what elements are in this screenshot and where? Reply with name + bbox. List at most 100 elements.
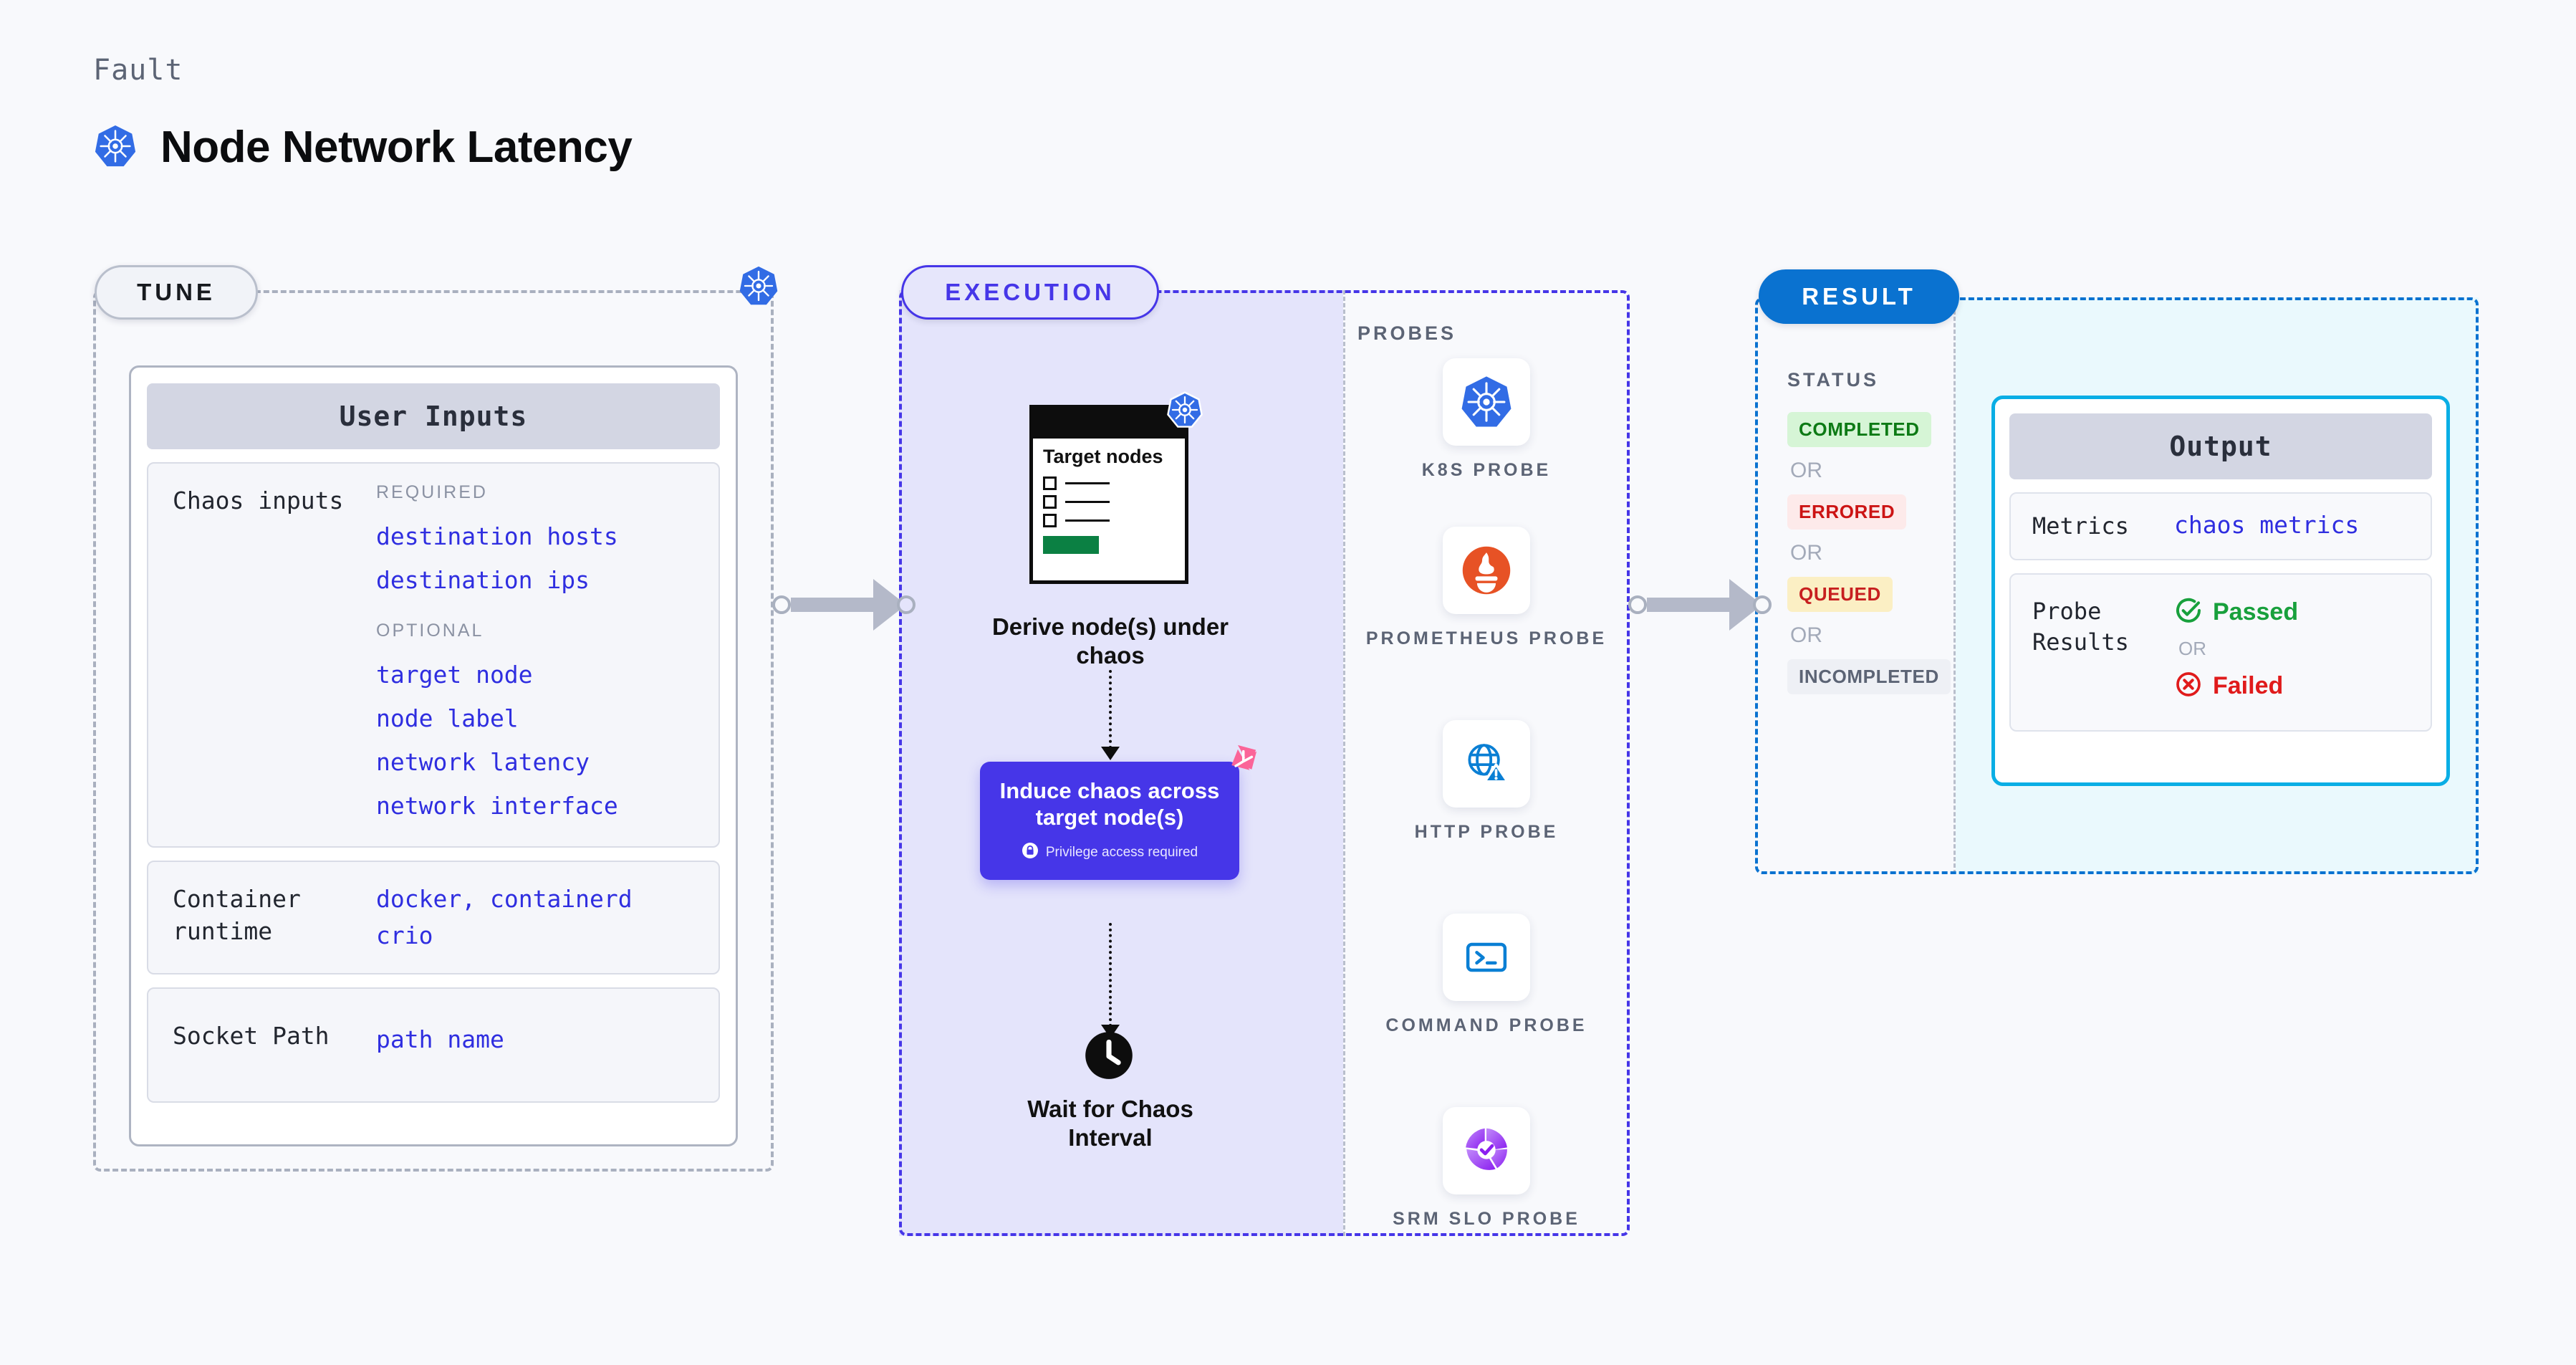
line-placeholder xyxy=(1065,501,1110,504)
checkbox-icon xyxy=(1043,514,1057,528)
output-card: Output Metrics chaos metrics Probe Resul… xyxy=(1991,396,2450,786)
required-caption: REQUIRED xyxy=(376,482,488,502)
metrics-label: Metrics xyxy=(2032,512,2129,540)
kubernetes-icon xyxy=(1166,391,1203,431)
connector-start-dot xyxy=(772,595,791,614)
probe-srm-slo[interactable]: SRM SLO PROBE xyxy=(1343,1107,1630,1232)
checkbox-icon xyxy=(1043,495,1057,509)
or-label: OR xyxy=(1790,623,1822,647)
card-title-bar xyxy=(1033,408,1185,439)
page-title-row: Node Network Latency xyxy=(93,122,633,173)
probe-results-values: Passed OR Failed xyxy=(2174,596,2418,701)
probe-label: K8S PROBE xyxy=(1421,460,1552,480)
target-nodes-card-icon: Target nodes xyxy=(1029,391,1203,584)
container-runtime-row: Container runtime docker, containerd cri… xyxy=(147,861,720,974)
flow-arrowhead xyxy=(1101,747,1120,760)
litmus-logo-icon xyxy=(1215,742,1259,790)
input-network-interface[interactable]: network interface xyxy=(376,792,618,820)
probe-prometheus[interactable]: PROMETHEUS PROBE xyxy=(1343,527,1630,651)
probe-label: SRM SLO PROBE xyxy=(1393,1209,1580,1229)
failed-label: Failed xyxy=(2213,671,2284,699)
lock-icon xyxy=(1022,842,1039,863)
kubernetes-icon xyxy=(738,265,779,310)
induce-chaos-step[interactable]: Induce chaos across target node(s) Privi… xyxy=(980,744,1257,880)
probe-label: HTTP PROBE xyxy=(1414,822,1559,842)
status-list: COMPLETED OR ERRORED OR QUEUED OR INCOMP… xyxy=(1787,412,1959,694)
user-inputs-title: User Inputs xyxy=(147,383,720,449)
runtime-crio[interactable]: crio xyxy=(376,921,433,950)
container-runtime-values: docker, containerd crio xyxy=(376,881,706,954)
flow-connector-line xyxy=(1109,670,1112,749)
page-title: Node Network Latency xyxy=(160,123,633,172)
connector-shaft xyxy=(1647,598,1729,612)
metrics-value[interactable]: chaos metrics xyxy=(2174,511,2360,539)
green-bar xyxy=(1043,536,1099,555)
probe-k8s[interactable]: K8S PROBE xyxy=(1343,358,1630,483)
probe-http[interactable]: HTTP PROBE xyxy=(1343,720,1630,845)
checkbox-rows xyxy=(1033,476,1185,528)
srm-slo-icon xyxy=(1443,1107,1530,1194)
input-node-label[interactable]: node label xyxy=(376,704,519,733)
flow-connector-line xyxy=(1109,923,1112,1027)
socket-path-value[interactable]: path name xyxy=(376,1025,504,1053)
probe-results-label: Probe Results xyxy=(2032,598,2129,656)
input-destination-ips[interactable]: destination ips xyxy=(376,566,590,595)
http-globe-warning-icon xyxy=(1443,720,1530,808)
socket-path-label: Socket Path xyxy=(173,1021,330,1050)
connector-end-dot xyxy=(1753,595,1772,614)
chaos-inputs-row: Chaos inputs REQUIRED destination hosts … xyxy=(147,462,720,848)
privilege-note: Privilege access required xyxy=(1022,842,1198,863)
or-label: OR xyxy=(1790,459,1822,482)
status-title: STATUS xyxy=(1787,369,1879,391)
line-placeholder xyxy=(1065,482,1110,485)
connector-end-dot xyxy=(897,595,915,614)
connector-execution-to-result xyxy=(1628,570,1772,639)
user-inputs-card: User Inputs Chaos inputs REQUIRED destin… xyxy=(129,365,738,1146)
list-item xyxy=(1043,514,1185,528)
input-network-latency[interactable]: network latency xyxy=(376,748,590,777)
result-tag[interactable]: RESULT xyxy=(1759,269,1959,324)
probe-label: COMMAND PROBE xyxy=(1385,1015,1587,1035)
connector-start-dot xyxy=(1628,595,1647,614)
list-item xyxy=(1043,476,1185,491)
fault-kicker: Fault xyxy=(93,54,183,87)
socket-path-values: path name xyxy=(376,1017,706,1061)
list-item xyxy=(1043,495,1185,509)
check-circle-icon xyxy=(2174,596,2203,628)
chaos-inputs-label: Chaos inputs xyxy=(173,487,344,514)
input-target-node[interactable]: target node xyxy=(376,661,533,689)
status-badge-queued: QUEUED xyxy=(1787,577,1893,612)
probe-result-passed: Passed xyxy=(2174,596,2418,628)
privilege-note-text: Privilege access required xyxy=(1045,845,1198,861)
value-separator: , xyxy=(461,885,476,914)
input-destination-hosts[interactable]: destination hosts xyxy=(376,522,618,550)
tune-tag[interactable]: TUNE xyxy=(95,265,258,320)
probes-title: PROBES xyxy=(1357,322,1457,344)
kubernetes-icon xyxy=(1443,358,1530,446)
or-label: OR xyxy=(1790,541,1822,565)
x-circle-icon xyxy=(2174,670,2203,701)
status-badge-incompleted: INCOMPLETED xyxy=(1787,659,1951,694)
runtime-docker[interactable]: docker xyxy=(376,885,462,914)
clock-icon xyxy=(1084,1030,1134,1083)
runtime-containerd[interactable]: containerd xyxy=(489,885,633,914)
tune-section-container xyxy=(93,290,774,1172)
target-nodes-card-title: Target nodes xyxy=(1043,446,1163,467)
execution-tag[interactable]: EXECUTION xyxy=(901,265,1159,320)
terminal-icon xyxy=(1443,914,1530,1001)
probe-result-failed: Failed xyxy=(2174,670,2418,701)
optional-caption: OPTIONAL xyxy=(376,621,484,641)
wait-for-chaos-label: Wait for Chaos Interval xyxy=(1027,1096,1193,1151)
status-badge-errored: ERRORED xyxy=(1787,494,1907,530)
container-runtime-label: Container runtime xyxy=(173,885,301,945)
passed-label: Passed xyxy=(2213,598,2299,626)
derive-nodes-label: Derive node(s) under chaos xyxy=(991,613,1229,669)
probe-label: PROMETHEUS PROBE xyxy=(1365,628,1607,648)
metrics-row: Metrics chaos metrics xyxy=(2009,492,2432,561)
or-label: OR xyxy=(2178,638,2206,660)
line-placeholder xyxy=(1065,519,1110,522)
status-badge-completed: COMPLETED xyxy=(1787,412,1931,447)
chaos-inputs-values: REQUIRED destination hosts destination i… xyxy=(376,482,706,828)
probe-command[interactable]: COMMAND PROBE xyxy=(1343,914,1630,1038)
